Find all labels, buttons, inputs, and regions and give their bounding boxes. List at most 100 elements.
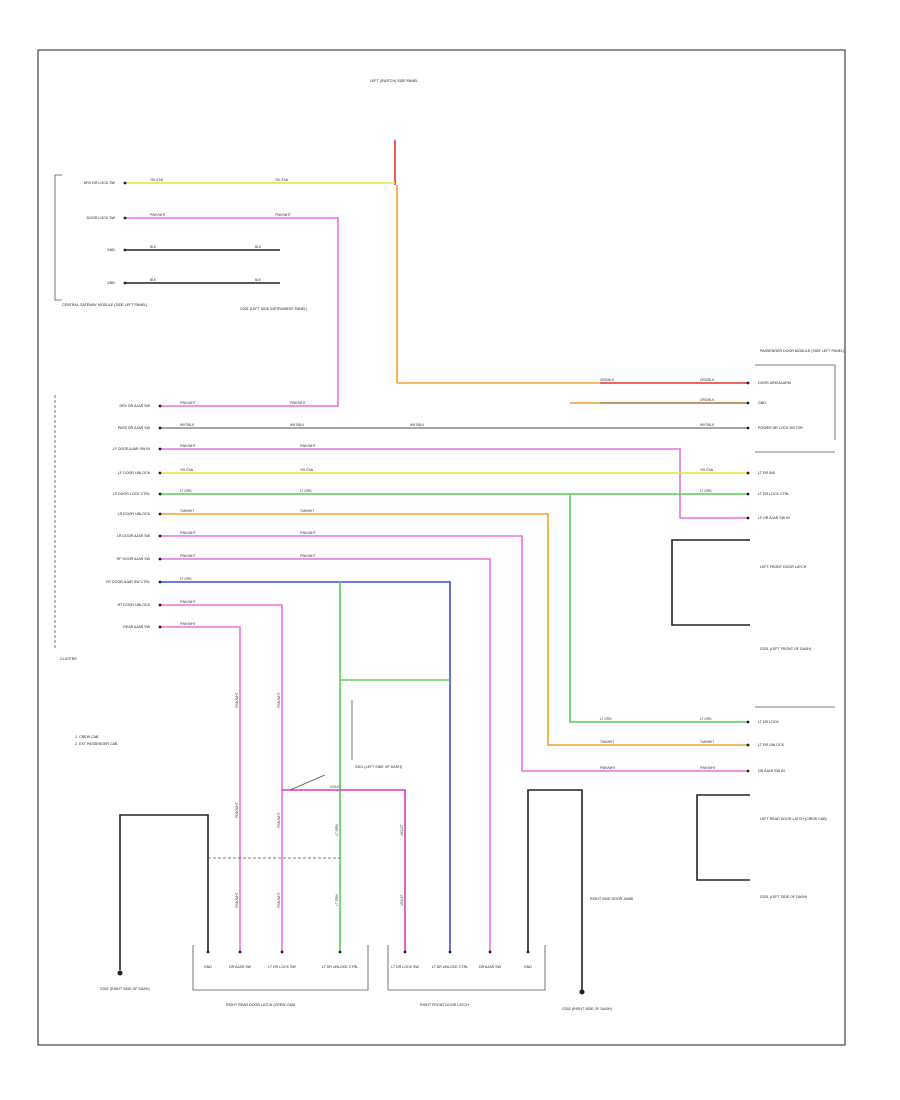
wire-color-tag: TAN/WHT [300,509,314,513]
pdm-pin-label: DOOR ARM ALARM [758,381,791,385]
pdm-pin-5 [746,516,750,520]
cluster-pin-label: REAR AJAR SW [123,625,150,629]
wire-color-tag: LT GRN [180,489,192,493]
lr-latch-label: LEFT REAR DOOR LATCH (CREW CAB) [760,817,827,821]
wire-color-tag: BLK [255,278,262,282]
wire-color-tag: PINK/WHT [180,600,196,604]
wire-color-tag: ORG/BLK [600,378,615,382]
rr-latch-pin-2 [280,950,284,954]
wire-color-tag: YEL/TAN [180,468,194,472]
rf-latch-label: RIGHT FRONT DOOR LATCH [420,1003,469,1007]
rf-latch-pin-label: LT DR LOCK SW [391,965,419,969]
wire-color-tag: LT GRN [300,489,312,493]
wire-color-tag: BLK [150,245,157,249]
wire-pink-rt-unlock [160,604,283,952]
left-module-bracket [54,174,62,301]
wire-black-lr-latch [696,794,750,881]
wire-color-tag: PINK/WHT [300,531,316,535]
wire-color-tag: YEL/TAN [275,178,289,182]
pdm-pin-3 [746,471,750,475]
pdm-label: PASSENGER DOOR MODULE (SIDE LEFT PANEL) [760,349,844,353]
wire-color-tag-vertical: VIOLET [400,894,404,905]
rr-latch-pin-3 [338,950,342,954]
wire-color-tag: PINK/WHT [290,401,306,405]
wire-color-tag: WHT/BLK [290,423,305,427]
cluster-pin-label: RT DOOR UNLOCK [118,603,151,607]
wire-black-lf-latch [671,539,750,626]
wire-color-tag: WHT/BLK [410,423,425,427]
wire-pink-rf-ajar [160,558,491,952]
wire-pink-lr-ajar [160,535,748,772]
cluster-pin-3 [158,471,162,475]
rf-latch-pin-0 [403,950,407,954]
pdm-pin-2 [746,426,750,430]
wire-color-tag-vertical: PINK/WHT [277,812,281,828]
left-module-pin-label: GND [107,281,115,285]
lr-latch-pin-0 [746,720,750,724]
cluster-pin-6 [158,534,162,538]
wire-pink-lock-sw [125,217,339,407]
lr-pin-labels: LT DR LOCK LT DR UNLOCK DR AJAR SW IN [758,720,785,773]
grounds-note-label: G201 (LEFT SIDE INSTRUMENT PANEL) [240,307,307,311]
ground-lf-label: G201 (LEFT FRONT OF DASH) [760,647,811,651]
pdm-pin-4 [746,492,750,496]
lr-latch-pin-label: LT DR UNLOCK [758,743,785,747]
legend-line-2: 2. EXT PASSENGER CAB [75,742,118,746]
ground-mid [579,989,585,995]
lr-latch-pin-1 [746,743,750,747]
labels: LEFT (SWITCH) SIDE PANEL CENTRAL GATEWAY… [60,79,844,1011]
rf-latch-pin-label: LT DR UNLOCK CTRL [432,965,468,969]
wire-pink-lf-ajar [160,448,748,519]
wire-color-tag: YEL/TAN [150,178,164,182]
cluster-pin-label: RT DOOR AJAR SW CTRL [106,580,150,584]
wire-color-tag: WHT/BLK [180,423,195,427]
wire-blue-rt-lock [160,581,451,952]
wire-color-tag-vertical: PINK/WHT [235,692,239,708]
wire-color-tag: WHT/BLK [700,423,715,427]
wire-color-tag: PINK/WHT [180,444,196,448]
wire-color-tag: PINK/WHT [180,401,196,405]
components [54,174,836,991]
cluster-pin-2 [158,447,162,451]
rf-latch-pin-label: GND [524,965,532,969]
diagram-frame [37,49,846,1046]
left-module-pin-label: DRV DR LOCK SW [84,181,116,185]
cluster-pin-4 [158,492,162,496]
legend-line-1: 1. CREW CAB [75,735,99,739]
wire-color-tag: PINK/WHT [180,531,196,535]
wire-color-tag-vertical: PINK/WHT [235,802,239,818]
cluster-pin-label: LR DOOR AJAR SW [117,534,151,538]
ground-mid-label: G302 (RIGHT SIDE OF DASH) [562,1007,612,1011]
wire-color-tag: LT GRN [700,489,712,493]
splice-leader-2 [289,774,326,791]
ground-lr-label: G201 (LEFT SIDE OF DASH) [760,895,807,899]
wire-color-tag: PINK/WHT [300,554,316,558]
rr-latch-pin-0 [206,950,210,954]
pdm-pin-label: LT DR IND [758,471,776,475]
wire-color-tag: ORG/BLK [700,398,715,402]
lr-latch-pin-label: LT DR LOCK [758,720,779,724]
wire-color-tag: YEL/TAN [700,468,714,472]
lr-latch-pin-label: DR AJAR SW IN [758,769,785,773]
cluster-pin-label: LF DOOR AJAR SW IN [113,447,151,451]
wire-color-tag: PINK/WHT [300,444,316,448]
wire-color-tag: LT GRN [700,717,712,721]
rr-latch-box [192,945,369,991]
wire-violet-rf-lock [282,789,406,952]
wire-black-rf-gnd [527,789,583,990]
cluster-pin-1 [158,426,162,430]
left-module-pin-label: DOOR LOCK SW [87,216,116,220]
lf-latch-label: LEFT FRONT DOOR LATCH [760,565,807,569]
left-module-pin-2 [123,248,127,252]
wire-color-tag: BLK [150,278,157,282]
cluster-pin-8 [158,580,162,584]
wire-color-tag: PINK/WHT [275,213,291,217]
cluster-pin-label: LR DOOR UNLOCK [118,512,151,516]
wire-color-tag-vertical: PINK/WHT [277,892,281,908]
rr-latch-pin-label: GND [204,965,212,969]
cluster-pin-7 [158,557,162,561]
